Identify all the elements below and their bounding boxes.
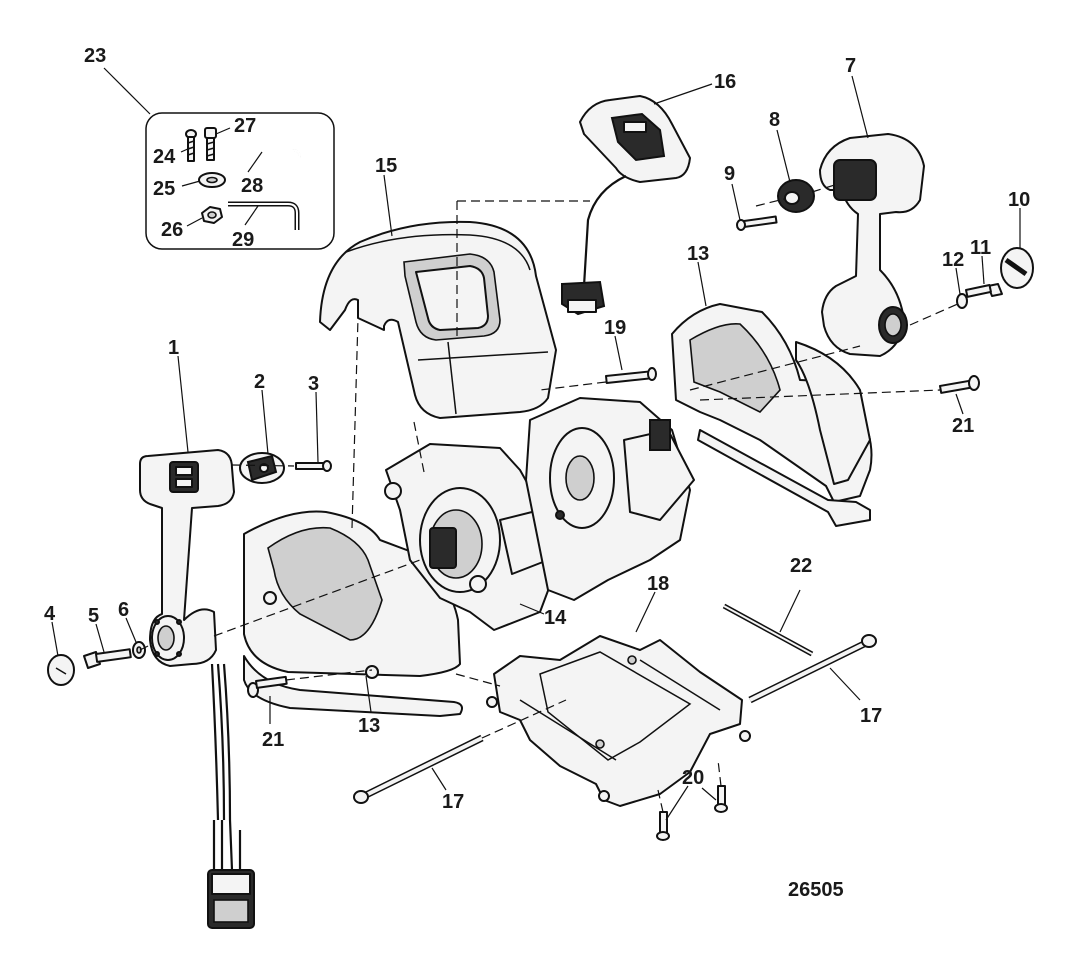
kit-hex-key-28 — [238, 149, 301, 170]
callout-29: 29 — [232, 229, 254, 251]
callout-25: 25 — [153, 178, 175, 200]
side-housing-13-left — [243, 510, 463, 717]
kit-washer-25 — [198, 172, 226, 188]
callout-1: 1 — [168, 337, 179, 359]
callout-14: 14 — [544, 607, 567, 629]
mounting-bracket-18 — [486, 635, 751, 807]
callout-labels: 1 2 3 4 5 6 7 8 9 10 11 12 13 13 14 15 1… — [44, 45, 1030, 813]
callout-24: 24 — [153, 146, 176, 168]
callout-10: 10 — [1008, 189, 1030, 211]
trim-cap-2 — [239, 452, 285, 484]
rod-17-left — [353, 734, 484, 804]
callout-8: 8 — [769, 109, 780, 131]
callout-leaders — [51, 75, 1021, 821]
left-control-handle-1 — [139, 449, 235, 667]
keypad-16 — [561, 95, 691, 316]
callout-17-right: 17 — [860, 705, 882, 727]
callout-27: 27 — [234, 115, 256, 137]
screw-9 — [736, 215, 778, 231]
callout-11: 11 — [970, 237, 991, 259]
screw-19 — [605, 367, 657, 384]
callout-15: 15 — [375, 155, 397, 177]
trim-cap-8 — [777, 179, 815, 213]
callout-13-right: 13 — [687, 243, 709, 265]
callout-4: 4 — [44, 603, 56, 625]
washer-12 — [956, 293, 968, 309]
bolt-11 — [965, 283, 1003, 298]
cap-10 — [1000, 247, 1034, 289]
callout-26: 26 — [161, 219, 183, 241]
callout-22: 22 — [790, 555, 812, 577]
washer-6 — [132, 641, 146, 659]
figure-id: 26505 — [788, 879, 844, 901]
callout-9: 9 — [724, 163, 735, 185]
kit-nut-26 — [201, 206, 223, 224]
callout-6: 6 — [118, 599, 129, 621]
rod-17-right — [748, 634, 877, 704]
rod-22 — [722, 603, 814, 657]
callout-28: 28 — [241, 175, 263, 197]
callout-12: 12 — [942, 249, 964, 271]
callout-2: 2 — [254, 371, 265, 393]
screw-3 — [295, 460, 332, 472]
kit-screw-24 — [185, 129, 197, 162]
callout-7: 7 — [845, 55, 856, 77]
kit-hex-key-29 — [228, 201, 300, 230]
bolt-5 — [83, 648, 132, 669]
callout-21-left: 21 — [262, 729, 284, 751]
assembly-centerlines — [213, 183, 961, 813]
callout-21-right: 21 — [952, 415, 974, 437]
callout-5: 5 — [88, 605, 99, 627]
callout-13-left: 13 — [358, 715, 380, 737]
handle-wire-harness — [207, 663, 255, 929]
screw-21-right — [939, 375, 980, 394]
callout-3: 3 — [308, 373, 319, 395]
callout-16: 16 — [714, 71, 736, 93]
callout-23: 23 — [84, 45, 106, 67]
side-housing-13-right — [671, 303, 873, 527]
cap-4 — [47, 654, 75, 686]
callout-17-left: 17 — [442, 791, 464, 813]
right-control-handle-7 — [819, 133, 925, 357]
callout-18: 18 — [647, 573, 669, 595]
hardware-kit-inset — [103, 67, 335, 250]
top-cover-15 — [319, 220, 557, 419]
callout-20: 20 — [682, 767, 704, 789]
screws-20 — [656, 785, 728, 841]
callout-19: 19 — [604, 317, 626, 339]
kit-screw-27 — [204, 127, 217, 161]
